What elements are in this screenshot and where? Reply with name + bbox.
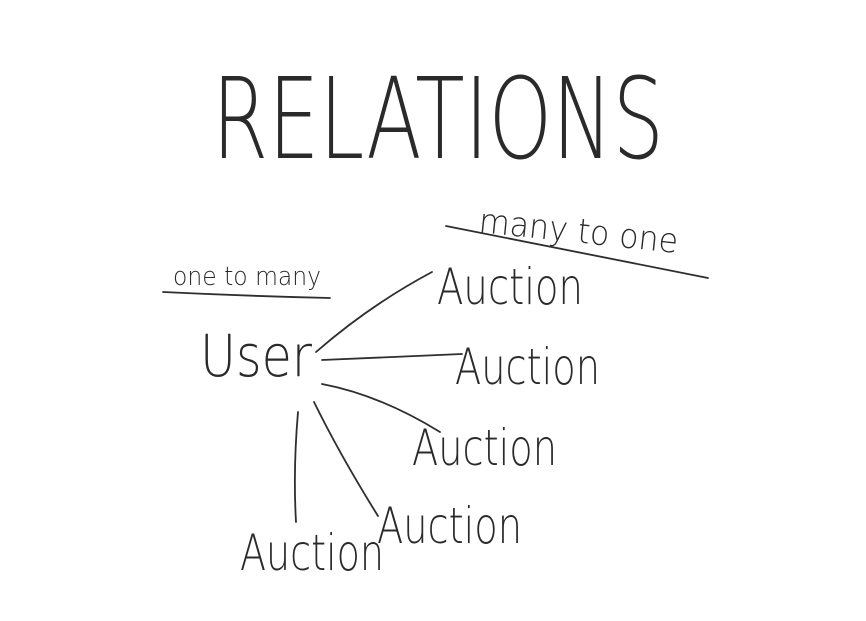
connector-1 (315, 271, 433, 353)
auction-node-2: Auction (455, 338, 600, 396)
connector-4 (313, 401, 379, 517)
user-node: User (200, 322, 312, 390)
connector-3 (321, 383, 441, 433)
auction-node-3: Auction (412, 419, 557, 477)
diagram-title: RELATIONS (212, 55, 664, 185)
many-to-one-underline (445, 225, 709, 279)
connector-2 (321, 353, 463, 361)
auction-node-5: Auction (240, 524, 384, 582)
one-to-many-underline (162, 291, 331, 299)
connector-5 (293, 411, 299, 523)
one-to-many-label: one to many (173, 262, 321, 292)
auction-node-1: Auction (437, 258, 583, 316)
auction-node-4: Auction (377, 497, 522, 555)
